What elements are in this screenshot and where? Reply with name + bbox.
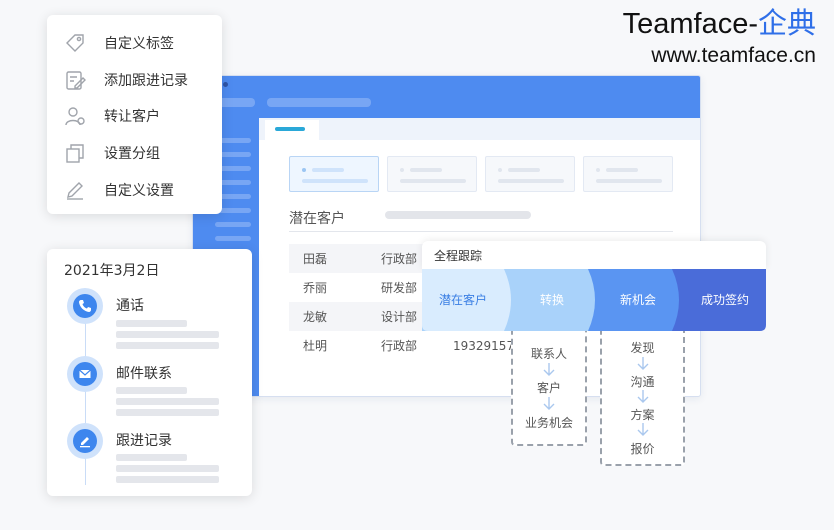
text-placeholder xyxy=(116,476,219,483)
timeline-event-label: 通话 xyxy=(116,298,144,314)
brand-name-accent: 企典 xyxy=(757,6,816,40)
window-topbar xyxy=(193,76,700,118)
sidebar-placeholder xyxy=(215,194,251,199)
menu-item-label: 自定义标签 xyxy=(104,36,174,53)
step-label: 方案 xyxy=(630,408,655,422)
summary-card[interactable] xyxy=(289,156,379,192)
sidebar-placeholder xyxy=(215,152,251,157)
timeline-node xyxy=(67,356,103,392)
menu-item-label: 自定义设置 xyxy=(104,182,174,199)
cell-name: 龙敏 xyxy=(303,310,328,324)
menu-item-label: 添加跟进记录 xyxy=(104,72,188,89)
edit-note-icon xyxy=(63,68,87,92)
step-label: 沟通 xyxy=(630,375,655,389)
menu-item-label: 设置分组 xyxy=(104,146,160,163)
arrow-down-icon xyxy=(637,390,648,403)
pencil-icon xyxy=(63,178,87,202)
timeline-node xyxy=(67,423,103,459)
text-placeholder xyxy=(116,331,219,338)
summary-card[interactable] xyxy=(485,156,575,192)
tag-icon xyxy=(63,31,87,55)
text-placeholder xyxy=(385,211,531,219)
pipeline-stage-opportunity[interactable]: 新机会 xyxy=(619,293,656,307)
step-label: 客户 xyxy=(536,381,561,395)
section-title: 潜在客户 xyxy=(289,211,345,227)
menu-item-custom-settings[interactable]: 自定义设置 xyxy=(47,171,222,208)
text-placeholder xyxy=(116,454,187,461)
user-transfer-icon xyxy=(63,104,87,128)
pipeline-stage-convert[interactable]: 转换 xyxy=(539,293,564,307)
timeline-event-label: 邮件联系 xyxy=(116,366,172,382)
summary-card[interactable] xyxy=(387,156,477,192)
cell-name: 乔丽 xyxy=(303,281,328,295)
mail-icon xyxy=(79,369,91,378)
arrow-down-icon xyxy=(543,397,555,410)
arrow-down-icon xyxy=(543,363,555,376)
sidebar-placeholder xyxy=(215,166,251,171)
divider xyxy=(289,231,673,232)
arrow-down-icon xyxy=(637,423,648,436)
phone-icon xyxy=(79,300,91,312)
summary-card[interactable] xyxy=(583,156,673,192)
sales-pipeline: 全程跟踪 潜在客户 转换 新机会 成功签约 xyxy=(422,241,766,331)
conversion-steps-box: 联系人 客户 业务机会 xyxy=(511,325,587,446)
timeline-line xyxy=(85,307,86,485)
menu-item-add-followup[interactable]: 添加跟进记录 xyxy=(47,62,222,99)
timeline-node xyxy=(67,288,103,324)
copy-group-icon xyxy=(63,141,87,165)
menu-item-set-group[interactable]: 设置分组 xyxy=(47,135,222,172)
brand-name: Teamface-企典 xyxy=(622,6,816,40)
text-placeholder xyxy=(116,320,187,327)
action-menu: 自定义标签 添加跟进记录 转让客户 设置分组 自定义设置 xyxy=(47,15,222,214)
topbar-placeholder xyxy=(217,98,255,107)
brand-url: www.teamface.cn xyxy=(651,44,816,67)
pipeline-header: 全程跟踪 xyxy=(422,241,766,269)
cell-dept: 研发部 xyxy=(381,281,418,295)
arrow-down-icon xyxy=(637,357,648,370)
cell-phone: 193291575 xyxy=(453,338,522,353)
pipeline-stages-graphic xyxy=(422,269,766,331)
sidebar-placeholder xyxy=(215,222,251,227)
brand-header: Teamface-企典 www.teamface.cn xyxy=(623,6,816,69)
menu-item-label: 转让客户 xyxy=(104,109,160,126)
activity-timeline: 2021年3月2日 通话 邮件联系 跟进记录 xyxy=(47,249,252,496)
tab-strip xyxy=(259,118,700,140)
text-placeholder xyxy=(116,465,219,472)
table-row[interactable]: 乔丽 研发部 xyxy=(289,273,601,302)
pipeline-title: 全程跟踪 xyxy=(434,249,483,263)
sidebar-placeholder xyxy=(215,236,251,241)
tab-active[interactable] xyxy=(265,120,319,140)
timeline-date: 2021年3月2日 xyxy=(64,263,160,279)
pen-icon xyxy=(80,437,90,448)
sidebar-placeholder xyxy=(215,180,251,185)
pipeline-stage-prospect[interactable]: 潜在客户 xyxy=(438,293,487,307)
window-dot xyxy=(223,82,228,87)
table-row[interactable]: 杜明 行政部 193291575 xyxy=(289,331,601,360)
step-label: 报价 xyxy=(630,442,655,456)
sidebar-placeholder xyxy=(215,208,251,213)
topbar-placeholder xyxy=(267,98,371,107)
menu-item-custom-tag[interactable]: 自定义标签 xyxy=(47,25,222,62)
timeline-event-label: 跟进记录 xyxy=(116,433,172,449)
pipeline-stage-closed-won[interactable]: 成功签约 xyxy=(700,293,749,307)
text-placeholder xyxy=(116,387,187,394)
text-placeholder xyxy=(116,409,219,416)
step-label: 发现 xyxy=(630,341,655,355)
opportunity-steps-box: 发现 沟通 方案 报价 xyxy=(600,325,685,466)
cell-dept: 设计部 xyxy=(381,310,418,324)
step-label: 联系人 xyxy=(530,347,567,361)
sidebar-placeholder xyxy=(215,138,251,143)
text-placeholder xyxy=(116,342,219,349)
text-placeholder xyxy=(116,398,219,405)
cell-name: 田磊 xyxy=(303,252,328,266)
step-label: 业务机会 xyxy=(524,416,573,430)
menu-item-transfer-customer[interactable]: 转让客户 xyxy=(47,98,222,135)
cell-name: 杜明 xyxy=(303,339,328,353)
cell-dept: 行政部 xyxy=(381,339,418,353)
cell-dept: 行政部 xyxy=(381,252,418,266)
